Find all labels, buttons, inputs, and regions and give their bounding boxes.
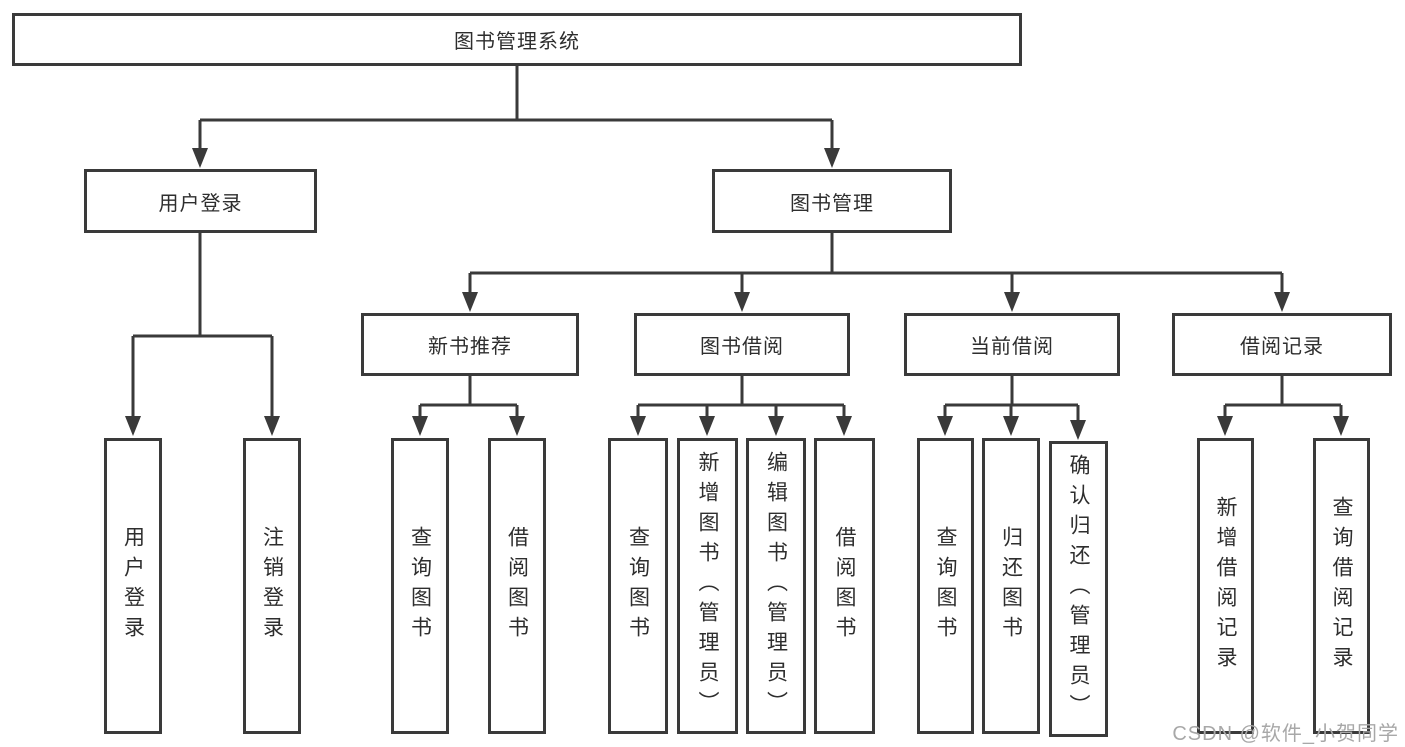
leaf-logout-label: 注销登录 xyxy=(260,526,284,646)
leaf-user-login-label: 用户登录 xyxy=(121,526,145,646)
leaf-confirm-return-admin-label: 确认归还（管理员） xyxy=(1067,454,1090,724)
leaf-borrow-books-borrowing-label: 借阅图书 xyxy=(833,526,856,646)
leaf-query-books-current: 查询图书 xyxy=(917,438,974,734)
leaf-edit-book-admin: 编辑图书（管理员） xyxy=(746,438,806,734)
leaf-borrow-books-recommend: 借阅图书 xyxy=(488,438,546,734)
node-borrowing-records: 借阅记录 xyxy=(1172,313,1392,376)
node-book-borrowing: 图书借阅 xyxy=(634,313,850,376)
leaf-query-books-borrowing-label: 查询图书 xyxy=(626,526,650,646)
leaf-add-borrow-record-label: 新增借阅记录 xyxy=(1214,496,1237,676)
leaf-query-books-recommend-label: 查询图书 xyxy=(408,526,432,646)
node-new-book-recommendation: 新书推荐 xyxy=(361,313,579,376)
leaf-borrow-books-borrowing: 借阅图书 xyxy=(814,438,875,734)
node-book-management: 图书管理 xyxy=(712,169,952,233)
leaf-query-books-recommend: 查询图书 xyxy=(391,438,449,734)
node-library-management-system: 图书管理系统 xyxy=(12,13,1022,66)
leaf-query-borrow-record: 查询借阅记录 xyxy=(1313,438,1370,734)
leaf-borrow-books-recommend-label: 借阅图书 xyxy=(505,526,529,646)
leaf-add-book-admin: 新增图书（管理员） xyxy=(677,438,738,734)
leaf-query-books-borrowing: 查询图书 xyxy=(608,438,668,734)
leaf-query-borrow-record-label: 查询借阅记录 xyxy=(1330,496,1353,676)
leaf-return-books-label: 归还图书 xyxy=(999,526,1023,646)
node-current-borrowing: 当前借阅 xyxy=(904,313,1120,376)
leaf-logout: 注销登录 xyxy=(243,438,301,734)
leaf-add-borrow-record: 新增借阅记录 xyxy=(1197,438,1254,734)
leaf-return-books: 归还图书 xyxy=(982,438,1040,734)
leaf-user-login: 用户登录 xyxy=(104,438,162,734)
csdn-watermark: CSDN @软件_小贺同学 xyxy=(1172,723,1399,745)
leaf-edit-book-admin-label: 编辑图书（管理员） xyxy=(764,451,788,721)
node-user-login: 用户登录 xyxy=(84,169,317,233)
leaf-add-book-admin-label: 新增图书（管理员） xyxy=(696,451,719,721)
leaf-confirm-return-admin: 确认归还（管理员） xyxy=(1049,441,1108,737)
leaf-query-books-current-label: 查询图书 xyxy=(934,526,957,646)
